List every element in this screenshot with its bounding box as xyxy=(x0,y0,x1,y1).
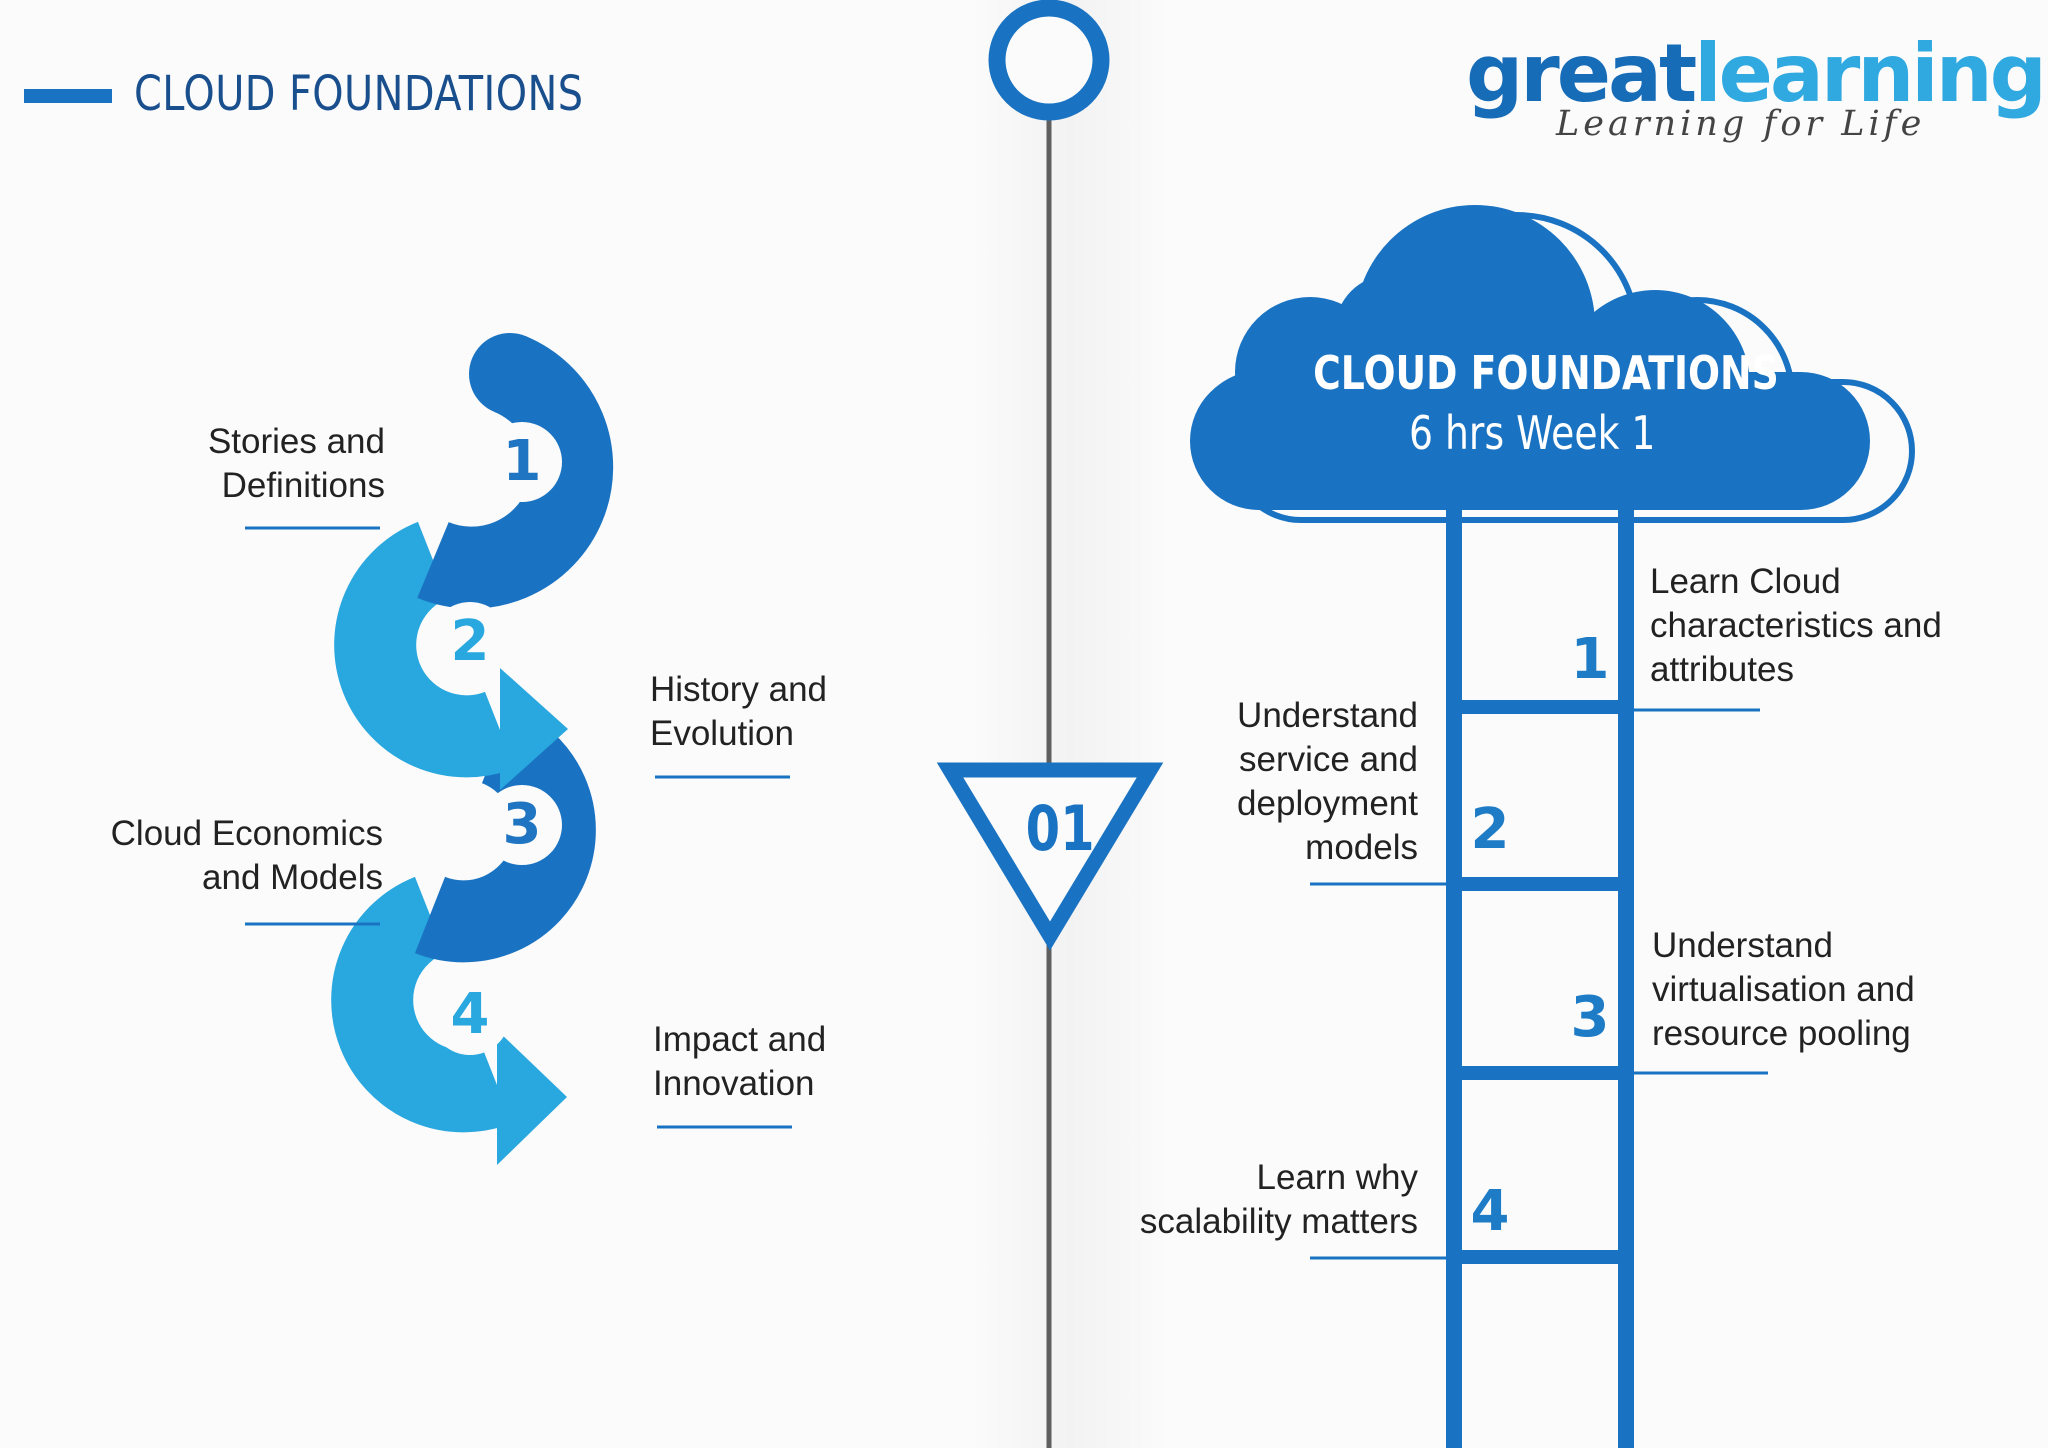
background-shade xyxy=(970,0,1170,1448)
brand-logo: greatlearning xyxy=(1466,34,2047,114)
objective-label-4: Learn why scalability matters xyxy=(1139,1158,1418,1241)
logo-tagline: Learning for Life xyxy=(1556,104,1926,144)
objective-number-3: 3 xyxy=(1570,985,1610,1050)
logo-great: great xyxy=(1466,27,1697,120)
page-title: CLOUD FOUNDATIONS xyxy=(134,66,584,122)
s-arrow-joint-2 xyxy=(500,668,568,790)
s-arrow-head xyxy=(497,1030,567,1165)
module-triangle xyxy=(936,762,1164,951)
objective-label-2: Understand service and deployment models xyxy=(1237,696,1418,867)
header-accent-bar xyxy=(24,89,112,103)
logo-learning: learning xyxy=(1694,27,2047,120)
cloud-shape xyxy=(1190,205,1915,523)
objective-label-3: Understand virtualisation and resource p… xyxy=(1652,926,1915,1053)
ladder xyxy=(1446,500,1634,1448)
s-arrow-segment-1 xyxy=(417,336,614,609)
objective-number-2: 2 xyxy=(1470,797,1510,862)
s-arrow-segment-3 xyxy=(415,706,596,963)
topic-label-2: History and Evolution xyxy=(650,670,828,753)
s-arrow-segment-2 xyxy=(334,521,515,778)
module-number: 01 xyxy=(1025,792,1095,865)
cloud-subtitle: 6 hrs Week 1 xyxy=(1408,406,1656,460)
s-arrow xyxy=(331,333,614,1165)
topic-label-3: Cloud Economics and Models xyxy=(110,814,383,897)
topic-number-1: 1 xyxy=(502,429,542,494)
topic-label-1: Stories and Definitions xyxy=(207,422,385,505)
topic-label-4: Impact and Innovation xyxy=(653,1020,827,1103)
timeline-start-circle xyxy=(988,0,1110,121)
cloud-title: CLOUD FOUNDATIONS xyxy=(1313,346,1779,400)
objective-number-1: 1 xyxy=(1570,627,1610,692)
objective-label-1: Learn Cloud characteristics and attribut… xyxy=(1650,562,1942,689)
objective-number-4: 4 xyxy=(1470,1179,1510,1244)
s-arrow-tail xyxy=(469,333,551,415)
s-arrow-segment-4 xyxy=(331,876,512,1133)
topic-number-2: 2 xyxy=(450,609,490,674)
topic-number-4: 4 xyxy=(450,982,490,1047)
topic-number-3: 3 xyxy=(502,792,542,857)
